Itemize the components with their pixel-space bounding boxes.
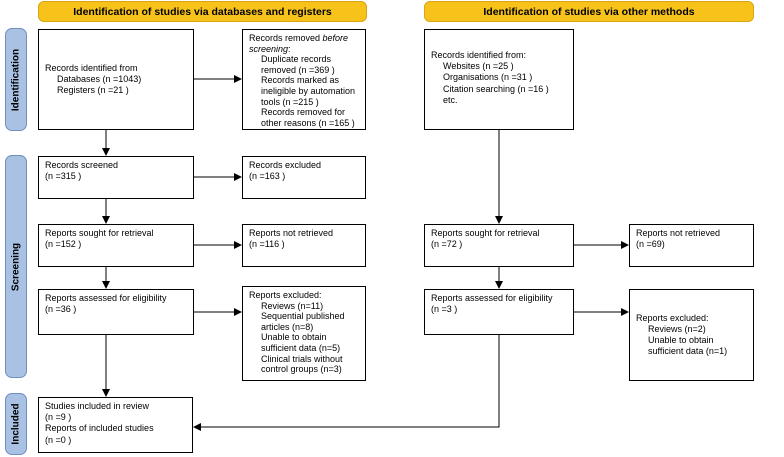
other-excluded-reviews: Reviews (n=2) (648, 323, 706, 334)
records-identified-box: Records identified from Databases (n =10… (38, 29, 194, 130)
records-identified-registers: Registers (n =21 ) (57, 85, 129, 96)
other-identified-citation: Citation searching (n =16 ) (443, 83, 549, 94)
arrow-other-assessed-to-included (193, 335, 500, 431)
other-identified-box: Records identified from: Websites (n =25… (424, 29, 574, 130)
records-screened-count: (n =315 ) (45, 171, 82, 182)
records-excluded-count: (n =163 ) (249, 171, 286, 182)
other-assessed-box: Reports assessed for eligibility (n =3 ) (424, 289, 574, 335)
records-identified-databases: Databases (n =1043) (57, 73, 142, 84)
other-identified-title: Records identified from: (431, 50, 527, 60)
reports-not-retrieved-box: Reports not retrieved (n =116 ) (242, 224, 366, 267)
studies-included-count: (n =9 ) (45, 412, 72, 423)
records-excluded-title: Records excluded (249, 160, 322, 170)
reports-excluded-sequential: Sequential published articles (n=8) (261, 311, 345, 332)
reports-sought-count: (n =152 ) (45, 239, 82, 250)
records-removed-automation: Records marked as ineligible by automati… (261, 75, 356, 107)
reports-excluded-title: Reports excluded: (249, 290, 322, 300)
other-sought-count: (n =72 ) (431, 239, 463, 250)
records-removed-duplicates: Duplicate records removed (n =369 ) (261, 54, 335, 75)
reports-assessed-box: Reports assessed for eligibility (n =36 … (38, 289, 194, 335)
records-removed-title: Records removed before screening: (249, 33, 349, 54)
reports-excluded-no-control: Clinical trials without control groups (… (261, 353, 343, 375)
other-sought-box: Reports sought for retrieval (n =72 ) (424, 224, 574, 267)
reports-excluded-insufficient-data: Unable to obtain sufficient data (n=5) (261, 332, 341, 353)
phase-screening: Screening (5, 155, 27, 378)
reports-assessed-title: Reports assessed for eligibility (45, 293, 167, 303)
records-screened-box: Records screened (n =315 ) (38, 156, 194, 199)
records-excluded-box: Records excluded (n =163 ) (242, 156, 366, 199)
reports-assessed-count: (n =36 ) (45, 304, 77, 315)
reports-sought-title: Reports sought for retrieval (45, 228, 154, 238)
reports-included-label: Reports of included studies (45, 423, 154, 434)
header-databases: Identification of studies via databases … (38, 1, 367, 22)
other-identified-etc: etc. (443, 94, 458, 105)
other-excluded-title: Reports excluded: (636, 312, 709, 323)
reports-included-count: (n =0 ) (45, 434, 72, 445)
records-identified-title: Records identified from (45, 62, 138, 73)
reports-excluded-reviews: Reviews (n=11) (261, 300, 324, 311)
other-excluded-insufficient-data: Unable to obtain sufficient data (n=1) (648, 335, 728, 357)
other-not-retrieved-box: Reports not retrieved (n =69) (629, 224, 754, 267)
phase-identification: Identification (5, 28, 27, 131)
records-removed-box: Records removed before screening: Duplic… (242, 29, 366, 130)
studies-included-box: Studies included in review (n =9 ) Repor… (38, 397, 193, 453)
other-not-retrieved-count: (n =69) (636, 239, 665, 250)
reports-excluded-box: Reports excluded: Reviews (n=11) Sequent… (242, 286, 366, 381)
other-sought-title: Reports sought for retrieval (431, 228, 540, 238)
reports-not-retrieved-count: (n =116 ) (249, 239, 285, 250)
other-not-retrieved-title: Reports not retrieved (636, 228, 721, 238)
header-other-methods: Identification of studies via other meth… (424, 1, 754, 22)
other-assessed-title: Reports assessed for eligibility (431, 293, 553, 303)
phase-included: Included (5, 393, 27, 455)
reports-not-retrieved-title: Reports not retrieved (249, 228, 334, 238)
other-identified-organisations: Organisations (n =31 ) (443, 72, 533, 83)
studies-included-label: Studies included in review (45, 401, 150, 411)
records-screened-title: Records screened (45, 160, 119, 170)
other-excluded-box: Reports excluded: Reviews (n=2) Unable t… (629, 289, 754, 381)
reports-sought-box: Reports sought for retrieval (n =152 ) (38, 224, 194, 267)
records-removed-other: Records removed for other reasons (n =16… (261, 107, 355, 128)
other-identified-websites: Websites (n =25 ) (443, 61, 514, 72)
other-assessed-count: (n =3 ) (431, 304, 458, 315)
